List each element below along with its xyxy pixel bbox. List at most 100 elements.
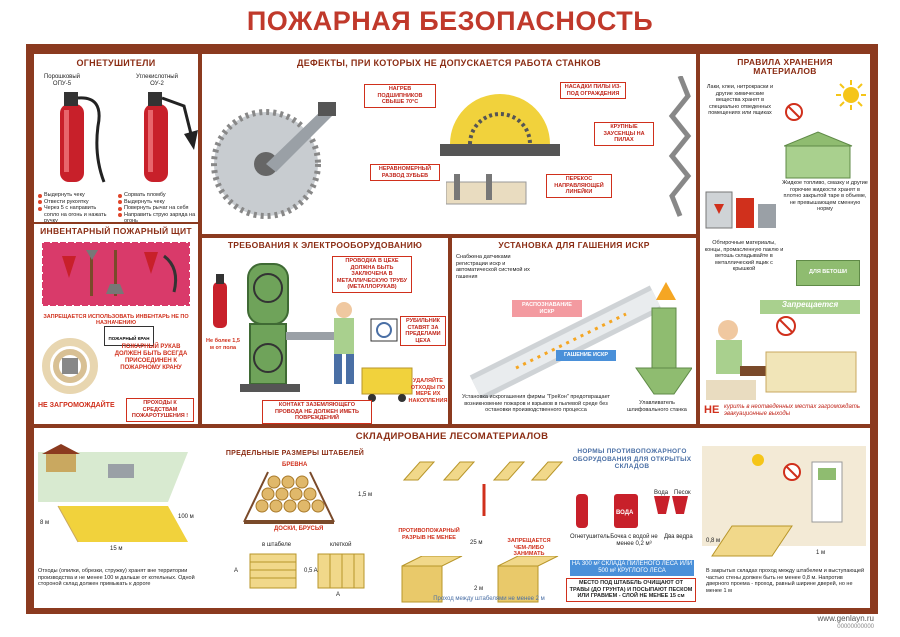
board-stacks-illustration [249, 553, 365, 589]
indoor-text: В закрытых складах проход между штабелем… [706, 568, 865, 594]
electro-height-text: Не более 1,5 м от пола [206, 338, 240, 351]
water-label: Вода [654, 490, 669, 496]
in-stack-label: в штабеле [262, 542, 292, 548]
extinguishers-panel: ОГНЕТУШИТЕЛИ Порошковый ОПУ-5 Углекислот… [34, 54, 198, 222]
spark-panel: УСТАНОВКА ДЛЯ ГАШЕНИЯ ИСКР Снабжена датч… [452, 238, 696, 424]
fire-shield-panel: ИНВЕНТАРНЫЙ ПОЖАРНЫЙ ЩИТ ЗАПРЕЩАЕТСЯ ИСП… [34, 224, 198, 424]
spark-label-detect: РАСПОЗНАВАНИЕ ИСКР [512, 300, 582, 317]
no-fire-sign-icon [785, 103, 803, 121]
storage-shed-illustration [784, 131, 853, 179]
boards-label: ДОСКИ, БРУСЬЯ [274, 526, 324, 532]
powder-step: Отвести рукоятку [38, 199, 112, 206]
drill-illustration [668, 76, 692, 217]
co2-step: Направить струю заряда на огонь [118, 212, 196, 222]
spark-label-quench: ГАШЕНИЕ ИСКР [556, 350, 616, 361]
storage-ne-label: НЕ [704, 404, 720, 416]
storage-text-1: Лаки, клеи, нитрокраски и другие химичес… [706, 84, 774, 116]
fire-shield-illustration [41, 241, 191, 307]
worker-illustration [334, 302, 354, 384]
buckets-label: Два ведра [664, 534, 693, 540]
indoor-warehouse-illustration [702, 446, 866, 557]
poster-title: ПОЖАРНАЯ БЕЗОПАСНОСТЬ [246, 6, 654, 36]
hose-illustration [42, 338, 98, 394]
fence-illustration [446, 174, 527, 205]
storage-heading: ПРАВИЛА ХРАНЕНИЯ МАТЕРИАЛОВ [737, 57, 833, 76]
storage-text-2: Жидкое топливо, смазку и другие горючие … [782, 180, 868, 212]
norms-heading: НОРМЫ ПРОТИВОПОЖАРНОГО ОБОРУДОВАНИЯ ДЛЯ … [572, 448, 692, 470]
defect-label-fence: ПЕРЕКОС НАПРАВЛЯЮЩЕЙ ЛИНЕЙКИ [546, 174, 612, 198]
lumber-panel: СКЛАДИРОВАНИЕ ЛЕСОМАТЕРИАЛОВ 15 м 8 м 10… [34, 428, 870, 608]
dim-15b: 1,5 м [358, 492, 373, 498]
co2-step: Сорвать пломбу [118, 192, 196, 199]
stack-heading: ПРЕДЕЛЬНЫЕ РАЗМЕРЫ ШТАБЕЛЕЙ [225, 450, 365, 457]
defect-label-burrs: КРУПНЫЕ ЗАУСЕНЦЫ НА ПИЛАХ [594, 122, 654, 146]
powder-steps: Выдернуть чеку Отвести рукоятку Через 5 … [38, 192, 112, 222]
co2-steps: Сорвать пломбу Выдернуть чеку Повернуть … [118, 192, 196, 222]
ext-label: Огнетушитель [570, 534, 610, 540]
storage-text-3: Обтирочные материалы, концы, промасленну… [704, 240, 784, 272]
forbidden-occupy-text: ЗАПРЕЩАЕТСЯ ЧЕМ-ЛИБО ЗАНИМАТЬ [507, 538, 551, 557]
dim-1m: 1 м [816, 550, 826, 556]
dim-100m: 100 м [178, 514, 194, 520]
spark-heading: УСТАНОВКА ДЛЯ ГАШЕНИЯ ИСКР [498, 240, 650, 250]
storage-bottom-text: курить в неотведенных местах загромождат… [724, 404, 860, 417]
powder-step: Через 5 с направить сопло на огонь и наж… [38, 205, 112, 222]
switch-icon [370, 318, 398, 342]
defects-heading: ДЕФЕКТЫ, ПРИ КОТОРЫХ НЕ ДОПУСКАЕТСЯ РАБО… [297, 58, 601, 68]
dim-8m: 8 м [40, 520, 50, 526]
spark-text-3: Улавливатель шлифовального станка [627, 400, 687, 413]
footer-site[interactable]: www.genlayn.ru [817, 614, 874, 623]
area-text: НА 300 м² СКЛАДА ПИЛЕНОГО ЛЕСА ИЛИ 500 м… [570, 560, 694, 576]
dim-05a: 0,5 A [304, 568, 318, 574]
fuel-cans-illustration [705, 191, 776, 229]
fire-shield-heading: ИНВЕНТАРНЫЙ ПОЖАРНЫЙ ЩИТ [40, 226, 192, 236]
smoking-worker-illustration [706, 316, 857, 400]
electro-panel: ТРЕБОВАНИЯ К ЭЛЕКТРООБОРУДОВАНИЮ Не боле… [202, 238, 448, 424]
no-clutter-text: НЕ ЗАГРОМОЖДАЙТЕ [38, 402, 115, 409]
lumber-heading: СКЛАДИРОВАНИЕ ЛЕСОМАТЕРИАЛОВ [355, 431, 549, 442]
defect-label-guard: НАСАДКИ ПИЛЫ ИЗ-ПОД ОГРАЖДЕНИЯ [560, 82, 626, 99]
switch-label: РУБИЛЬНИК СТАВЯТ ЗА ПРЕДЕЛАМИ ЦЕХА [400, 316, 446, 346]
firebreak-text: ПРОТИВОПОЖАРНЫЙ РАЗРЫВ НЕ МЕНЕЕ [398, 528, 460, 541]
defect-label-bearings: НАГРЕВ ПОДШИПНИКОВ СВЫШЕ 70°С [364, 84, 436, 108]
extinguishers-illustration [60, 92, 198, 183]
spark-duct-illustration [469, 282, 692, 398]
warehouse-site-illustration [38, 444, 188, 543]
barrel-text: Бочка с водой не менее 0,2 м³ [610, 534, 658, 547]
dim-a-left: A [234, 568, 239, 574]
electro-heading: ТРЕБОВАНИЯ К ЭЛЕКТРООБОРУДОВАНИЮ [227, 240, 423, 250]
rag-box: ДЛЯ ВЕТОШИ [796, 260, 860, 286]
defect-label-teeth: НЕРАВНОМЕРНЫЙ РАЗВОД ЗУБЬЕВ [370, 164, 440, 181]
dim-15m: 15 м [110, 546, 123, 552]
fire-crane-sign: ПОЖАРНЫЙ КРАН [104, 326, 154, 346]
dim-08m: 0,8 м [706, 538, 721, 544]
defects-panel: ДЕФЕКТЫ, ПРИ КОТОРЫХ НЕ ДОПУСКАЕТСЯ РАБО… [202, 54, 696, 234]
storage-panel: ПРАВИЛА ХРАНЕНИЯ МАТЕРИАЛОВ Лаки, клеи, … [700, 54, 870, 424]
forbidden-banner: Запрещается [760, 300, 860, 314]
passage-stacks-illustration [401, 556, 559, 603]
firebreak-illustration [402, 461, 564, 516]
powder-step: Выдернуть чеку [38, 192, 112, 199]
wiring-label: ПРОВОДКА В ЦЕХЕ ДОЛЖНА БЫТЬ ЗАКЛЮЧЕНА В … [332, 256, 412, 293]
barrel-label: ВОДА [616, 510, 634, 516]
saw-guard-illustration [440, 94, 560, 156]
sand-label: Песок [674, 490, 691, 496]
logs-label: БРЕВНА [282, 462, 308, 468]
spark-text-1: Снабжена датчиками регистрации искр и ав… [456, 254, 530, 280]
waste-cart-illustration [361, 367, 413, 402]
forbidden-banner-text: Запрещается [781, 300, 839, 309]
co2-label: Углекислотный ОУ-2 [136, 74, 178, 87]
passage-text: Проход между штабелями не менее 2 м [433, 596, 545, 602]
dim-a-right: A [336, 592, 341, 598]
waste-label: УДАЛЯЙТЕ ОТХОДЫ ПО МЕРЕ ИХ НАКОПЛЕНИЯ [408, 378, 448, 404]
spark-text-2: Установка искрогашения фирмы "ГреКон" пр… [461, 394, 610, 413]
log-stack-illustration [243, 471, 335, 524]
poster-frame: ОГНЕТУШИТЕЛИ Порошковый ОПУ-5 Углекислот… [26, 44, 878, 614]
dim-25m: 25 м [470, 540, 483, 546]
footer: www.genlayn.ru 00000000000 [818, 614, 874, 632]
passages-box: ПРОХОДЫ К СРЕДСТВАМ ПОЖАРОТУШЕНИЯ ! [126, 398, 194, 422]
footer-code: 00000000000 [837, 624, 874, 630]
extinguishers-heading: ОГНЕТУШИТЕЛИ [76, 58, 156, 68]
in-cage-label: клеткой [330, 542, 352, 548]
shield-warning: ЗАПРЕЩАЕТСЯ ИСПОЛЬЗОВАТЬ ИНВЕНТАРЬ НЕ ПО… [43, 314, 189, 326]
